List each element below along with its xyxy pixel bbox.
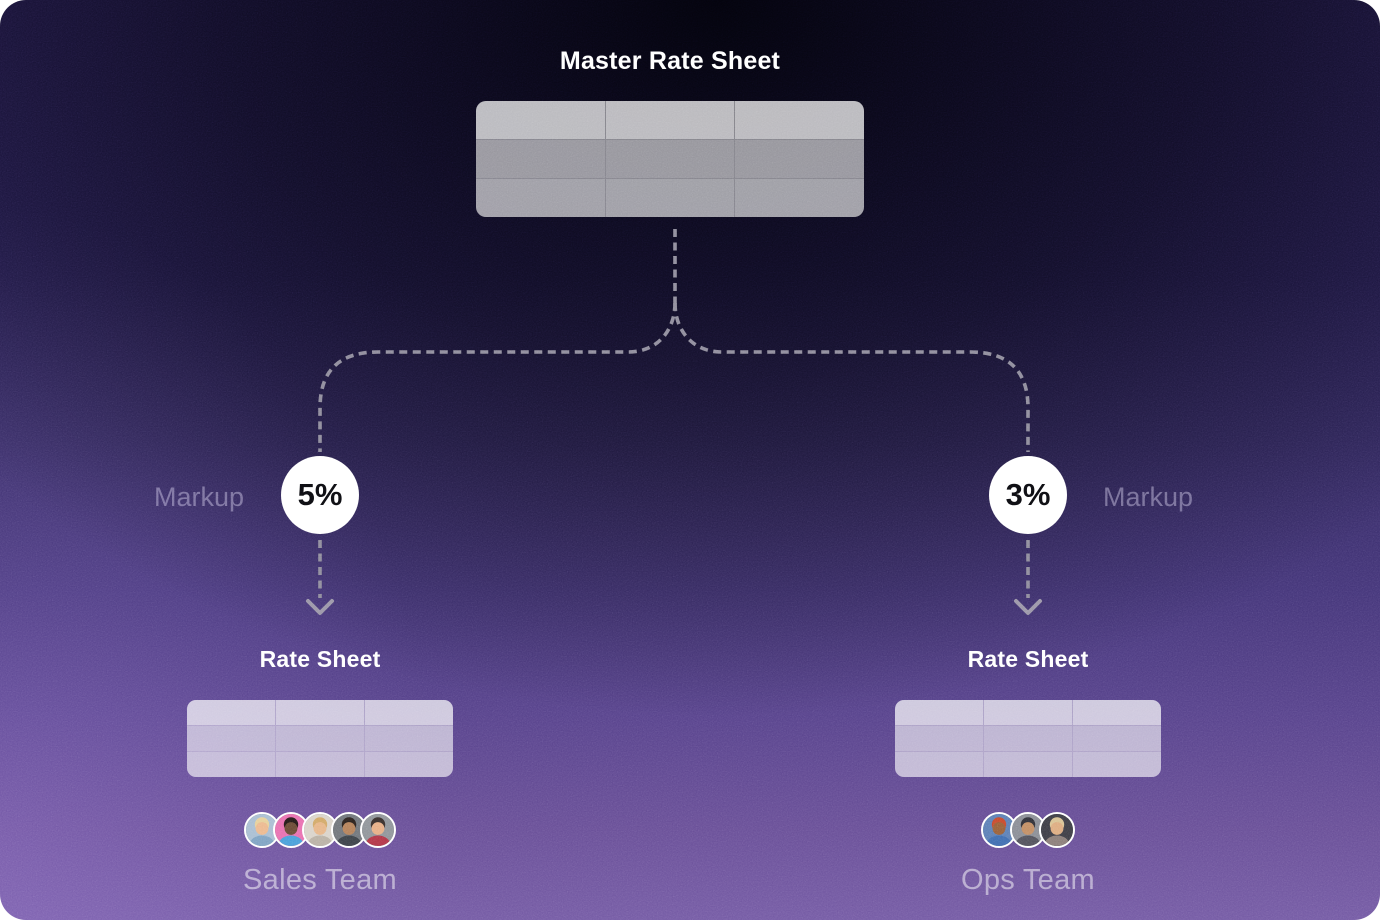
sheet-cell	[365, 752, 453, 777]
sheet-cell	[895, 752, 983, 777]
rate-sheet-table-left	[187, 700, 453, 777]
markup-badge-right: 3%	[989, 456, 1067, 534]
team-name-right: Ops Team	[960, 864, 1096, 896]
markup-label-right: Markup	[1102, 482, 1194, 512]
sheet-cell	[276, 752, 364, 777]
sheet-cell	[605, 140, 735, 178]
sheet-cell	[365, 700, 453, 725]
sheet-cell	[276, 726, 364, 751]
sheet-cell	[984, 726, 1072, 751]
sheet-cell	[1073, 726, 1161, 751]
team-name-left: Sales Team	[243, 864, 397, 896]
sheet-cell	[476, 140, 605, 178]
sheet-cell	[984, 752, 1072, 777]
master-rate-sheet-table	[476, 101, 864, 217]
markup-badge-left: 5%	[281, 456, 359, 534]
connector-branch-left	[318, 302, 677, 452]
sheet-cell	[735, 101, 864, 139]
sheet-cell	[895, 700, 983, 725]
master-sheet-title: Master Rate Sheet	[559, 47, 781, 75]
sheet-cell	[605, 101, 735, 139]
sheet-cell	[476, 101, 605, 139]
sheet-cell	[1073, 752, 1161, 777]
sheet-cell	[895, 726, 983, 751]
sheet-cell	[476, 179, 605, 217]
sheet-cell	[276, 700, 364, 725]
sheet-cell	[735, 179, 864, 217]
member-avatar	[360, 812, 396, 848]
team-avatars-left	[187, 811, 453, 849]
sheet-cell	[187, 726, 275, 751]
rate-sheet-title-left: Rate Sheet	[259, 646, 381, 672]
sheet-cell	[365, 726, 453, 751]
markup-value-left: 5%	[297, 477, 343, 512]
team-avatars-right	[895, 811, 1161, 849]
markup-value-right: 3%	[1005, 477, 1051, 512]
markup-label-left: Markup	[153, 482, 245, 512]
connector-branch-right	[673, 302, 1030, 452]
sheet-cell	[605, 179, 735, 217]
sheet-cell	[187, 700, 275, 725]
sheet-cell	[984, 700, 1072, 725]
rate-sheet-table-right	[895, 700, 1161, 777]
sheet-cell	[187, 752, 275, 777]
sheet-cell	[735, 140, 864, 178]
arrow-head-right-icon	[1014, 599, 1042, 615]
member-avatar	[1039, 812, 1075, 848]
arrow-head-left-icon	[306, 599, 334, 615]
sheet-cell	[1073, 700, 1161, 725]
rate-sheet-title-right: Rate Sheet	[967, 646, 1089, 672]
